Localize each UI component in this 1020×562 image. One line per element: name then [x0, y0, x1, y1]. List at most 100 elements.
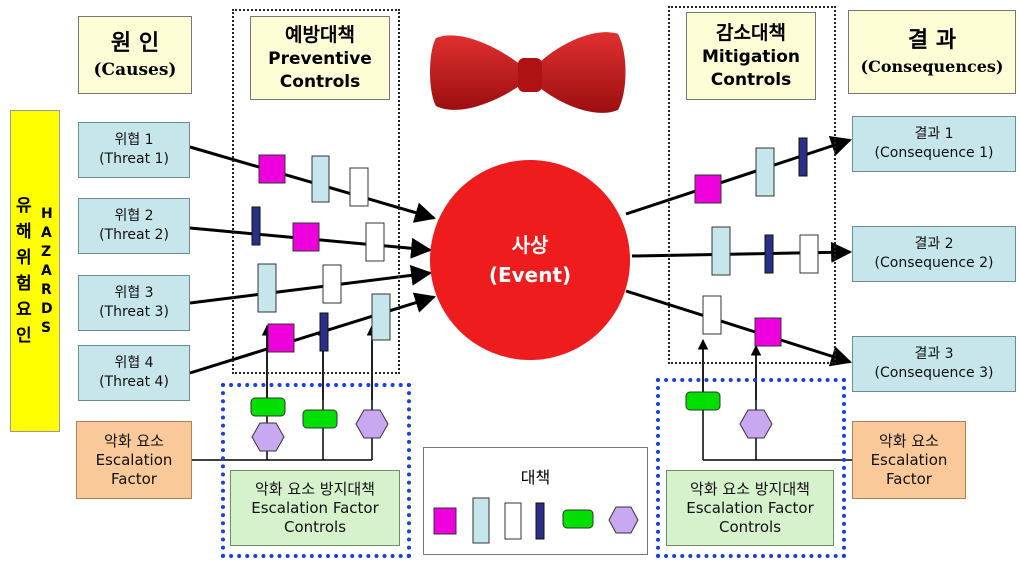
escalation-factor-controls-left: 악화 요소 방지대책 Escalation Factor Controls — [230, 470, 400, 546]
efc-label-en1: Escalation Factor — [686, 498, 814, 517]
barrier-white — [799, 234, 819, 274]
legend-swatch-white — [504, 502, 522, 540]
escalation-factor-controls-right: 악화 요소 방지대책 Escalation Factor Controls — [666, 470, 834, 546]
causes-header: 원 인 (Causes) — [78, 16, 192, 94]
hazards-band: 유 해 위 험 요 인 H A Z A R D S — [10, 110, 60, 432]
escalation-factor-en2: Factor — [111, 469, 157, 488]
legend-swatch-lightblue — [472, 497, 490, 544]
mitigation-header-en1: Mitigation — [701, 47, 801, 67]
hazards-en-char: R — [41, 281, 52, 298]
barrier-navy — [798, 137, 808, 177]
consequence-label-ko: 결과 2 — [914, 236, 954, 252]
hazards-ko-char: 유 — [16, 196, 32, 216]
consequence-3-arrow — [625, 289, 853, 367]
top-event-circle: 사상 (Event) — [430, 160, 630, 360]
legend-swatch-green — [562, 509, 594, 529]
escalation-factor-en2: Factor — [886, 469, 932, 488]
hazards-ko-char: 인 — [16, 326, 32, 346]
preventive-header: 예방대책 Preventive Controls — [250, 16, 390, 100]
consequence-label-en: (Consequence 2) — [874, 255, 994, 271]
causes-header-ko: 원 인 — [110, 30, 160, 56]
preventive-controls-frame — [232, 9, 400, 374]
threat-box-1: 위협 1 (Threat 1) — [78, 122, 190, 178]
preventive-header-en2: Controls — [279, 72, 361, 92]
preventive-header-ko: 예방대책 — [285, 24, 355, 46]
hazards-en-char: H — [41, 205, 53, 222]
barrier-green — [250, 397, 286, 417]
barrier-magenta — [258, 154, 286, 184]
threat-label-ko: 위협 3 — [114, 285, 154, 301]
barrier-lightblue — [311, 155, 330, 203]
threat-label-en: (Threat 2) — [99, 227, 169, 243]
threat-label-en: (Threat 3) — [99, 304, 169, 320]
hazards-en-char: S — [41, 319, 52, 336]
preventive-header-en1: Preventive — [268, 49, 372, 69]
efc-label-en2: Controls — [718, 517, 782, 536]
escalation-factor-box-right: 악화 요소 Escalation Factor — [852, 421, 966, 499]
hazards-en-char: A — [41, 224, 52, 241]
consequence-label-ko: 결과 1 — [914, 126, 954, 142]
consequence-label-en: (Consequence 3) — [874, 365, 994, 381]
efc-label-ko: 악화 요소 방지대책 — [690, 479, 810, 498]
barrier-green — [685, 391, 721, 411]
threat-box-3: 위협 3 (Threat 3) — [78, 275, 190, 331]
legend-title: 대책 — [520, 468, 551, 487]
consequence-box-3: 결과 3 (Consequence 3) — [852, 336, 1016, 392]
barrier-lightblue — [755, 147, 775, 197]
threat-label-en: (Threat 4) — [99, 374, 169, 390]
threat-label-ko: 위협 4 — [114, 355, 154, 371]
barrier-hexagon — [739, 409, 773, 439]
hazards-ko-char: 험 — [16, 274, 32, 294]
hazards-ko-char: 해 — [16, 222, 32, 242]
event-label-ko: 사상 — [511, 233, 549, 257]
efc-label-en2: Controls — [283, 517, 347, 536]
threat-label-ko: 위협 1 — [114, 132, 154, 148]
legend-swatch-navy — [535, 502, 545, 540]
hazards-en-char: D — [41, 300, 53, 317]
consequence-box-1: 결과 1 (Consequence 1) — [852, 116, 1016, 172]
barrier-magenta — [754, 317, 782, 347]
legend-box: 대책 — [423, 447, 648, 555]
barrier-white — [702, 295, 722, 335]
consequence-1-arrow — [625, 135, 852, 216]
barrier-lightblue — [711, 226, 731, 276]
barrier-lightblue — [371, 293, 391, 341]
escalation-controls-frame-left — [221, 383, 411, 558]
threat-box-2: 위협 2 (Threat 2) — [78, 198, 190, 254]
barrier-navy — [319, 312, 329, 352]
efc-label-ko: 악화 요소 방지대책 — [255, 479, 375, 498]
consequence-label-ko: 결과 3 — [914, 346, 954, 362]
barrier-magenta — [267, 323, 295, 353]
consequence-box-2: 결과 2 (Consequence 2) — [852, 226, 1016, 282]
escalation-factor-en1: Escalation — [870, 450, 948, 469]
escalation-controls-frame-right — [656, 378, 846, 558]
mitigation-controls-frame — [668, 6, 836, 364]
threat-3-arrow — [189, 264, 433, 305]
bowtie-icon — [430, 32, 626, 113]
barrier-navy — [764, 234, 774, 274]
barrier-green — [302, 409, 338, 429]
threat-label-en: (Threat 1) — [99, 151, 169, 167]
legend-swatch-hexagon — [608, 506, 639, 534]
barrier-white — [322, 264, 342, 304]
barrier-hexagon — [355, 409, 389, 439]
barrier-white — [365, 222, 385, 262]
hazards-en-column: H A Z A R D S — [41, 111, 53, 431]
consequence-label-en: (Consequence 1) — [874, 145, 994, 161]
consequences-header-en: (Consequences) — [860, 57, 1004, 76]
legend-swatch-magenta — [433, 507, 457, 535]
barrier-magenta — [292, 222, 320, 252]
threat-4-arrow — [189, 292, 437, 375]
efc-label-en1: Escalation Factor — [251, 498, 379, 517]
escalation-factor-ko: 악화 요소 — [104, 431, 164, 450]
escalation-factor-ko: 악화 요소 — [879, 431, 939, 450]
causes-header-en: (Causes) — [93, 60, 177, 80]
consequences-header-ko: 결 과 — [907, 27, 957, 53]
barrier-magenta — [694, 174, 722, 204]
hazards-ko-char: 요 — [16, 300, 32, 320]
hazards-ko-column: 유 해 위 험 요 인 — [16, 111, 32, 431]
barrier-white — [349, 167, 369, 207]
event-label-en: (Event) — [488, 263, 572, 287]
hazards-en-char: Z — [41, 243, 52, 260]
